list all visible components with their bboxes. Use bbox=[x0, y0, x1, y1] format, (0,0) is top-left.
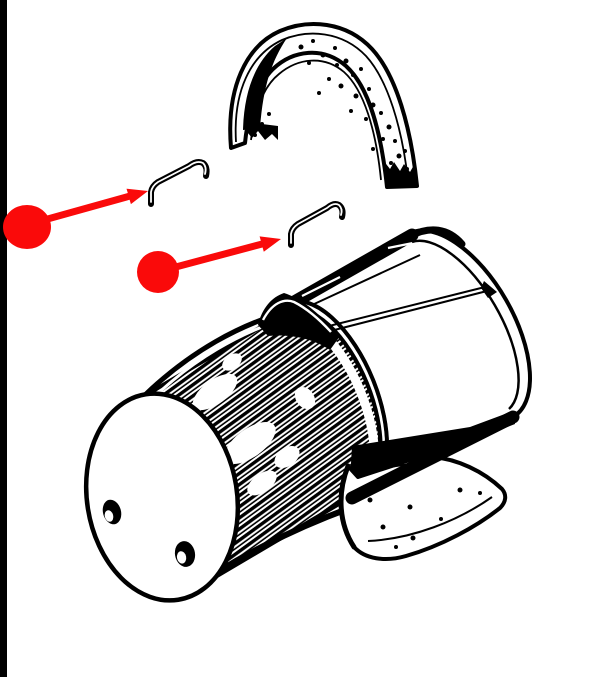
shell-top-edge-taper bbox=[406, 226, 466, 248]
rim-top-shadow bbox=[258, 293, 340, 350]
callout-2 bbox=[137, 236, 281, 293]
bottom-band-left-edge bbox=[338, 463, 357, 550]
band-shadow-wedge bbox=[243, 38, 287, 130]
callout-1-arrow bbox=[43, 188, 148, 224]
shell-seam-line-c bbox=[311, 254, 421, 306]
stipple-dots-top-band bbox=[246, 39, 409, 171]
callout-2-dot[interactable] bbox=[137, 251, 179, 293]
shell-seam-junction bbox=[481, 281, 497, 298]
callout-1 bbox=[3, 188, 148, 249]
drum-face-holes bbox=[102, 499, 196, 567]
shell-bottom-edge-band bbox=[345, 410, 520, 505]
rim-top-slit bbox=[261, 299, 332, 333]
top-cover-band bbox=[228, 22, 419, 189]
drum bbox=[83, 307, 383, 603]
stipple-dots-bottom-band bbox=[367, 487, 482, 549]
drum-highlight-patches bbox=[185, 353, 316, 496]
shell-band-highlight-2 bbox=[301, 276, 341, 297]
band-right-end-face bbox=[383, 160, 418, 187]
left-edge-bar bbox=[0, 0, 7, 677]
shell-end-cap-line bbox=[411, 239, 520, 410]
drum-face bbox=[83, 391, 241, 603]
bottom-band-inner-line bbox=[367, 496, 493, 542]
drum-hole-lower-opening bbox=[176, 551, 187, 564]
drum-hole-upper-opening bbox=[104, 510, 114, 522]
band-left-end-edge bbox=[244, 122, 278, 140]
wire-clip-right bbox=[288, 201, 346, 248]
callout-2-arrow bbox=[171, 236, 281, 272]
band-outer-edge-line bbox=[234, 32, 409, 181]
callout-1-dot[interactable] bbox=[3, 205, 51, 249]
wire-clip-left bbox=[148, 159, 210, 207]
shell-seam-line-b bbox=[304, 285, 490, 333]
